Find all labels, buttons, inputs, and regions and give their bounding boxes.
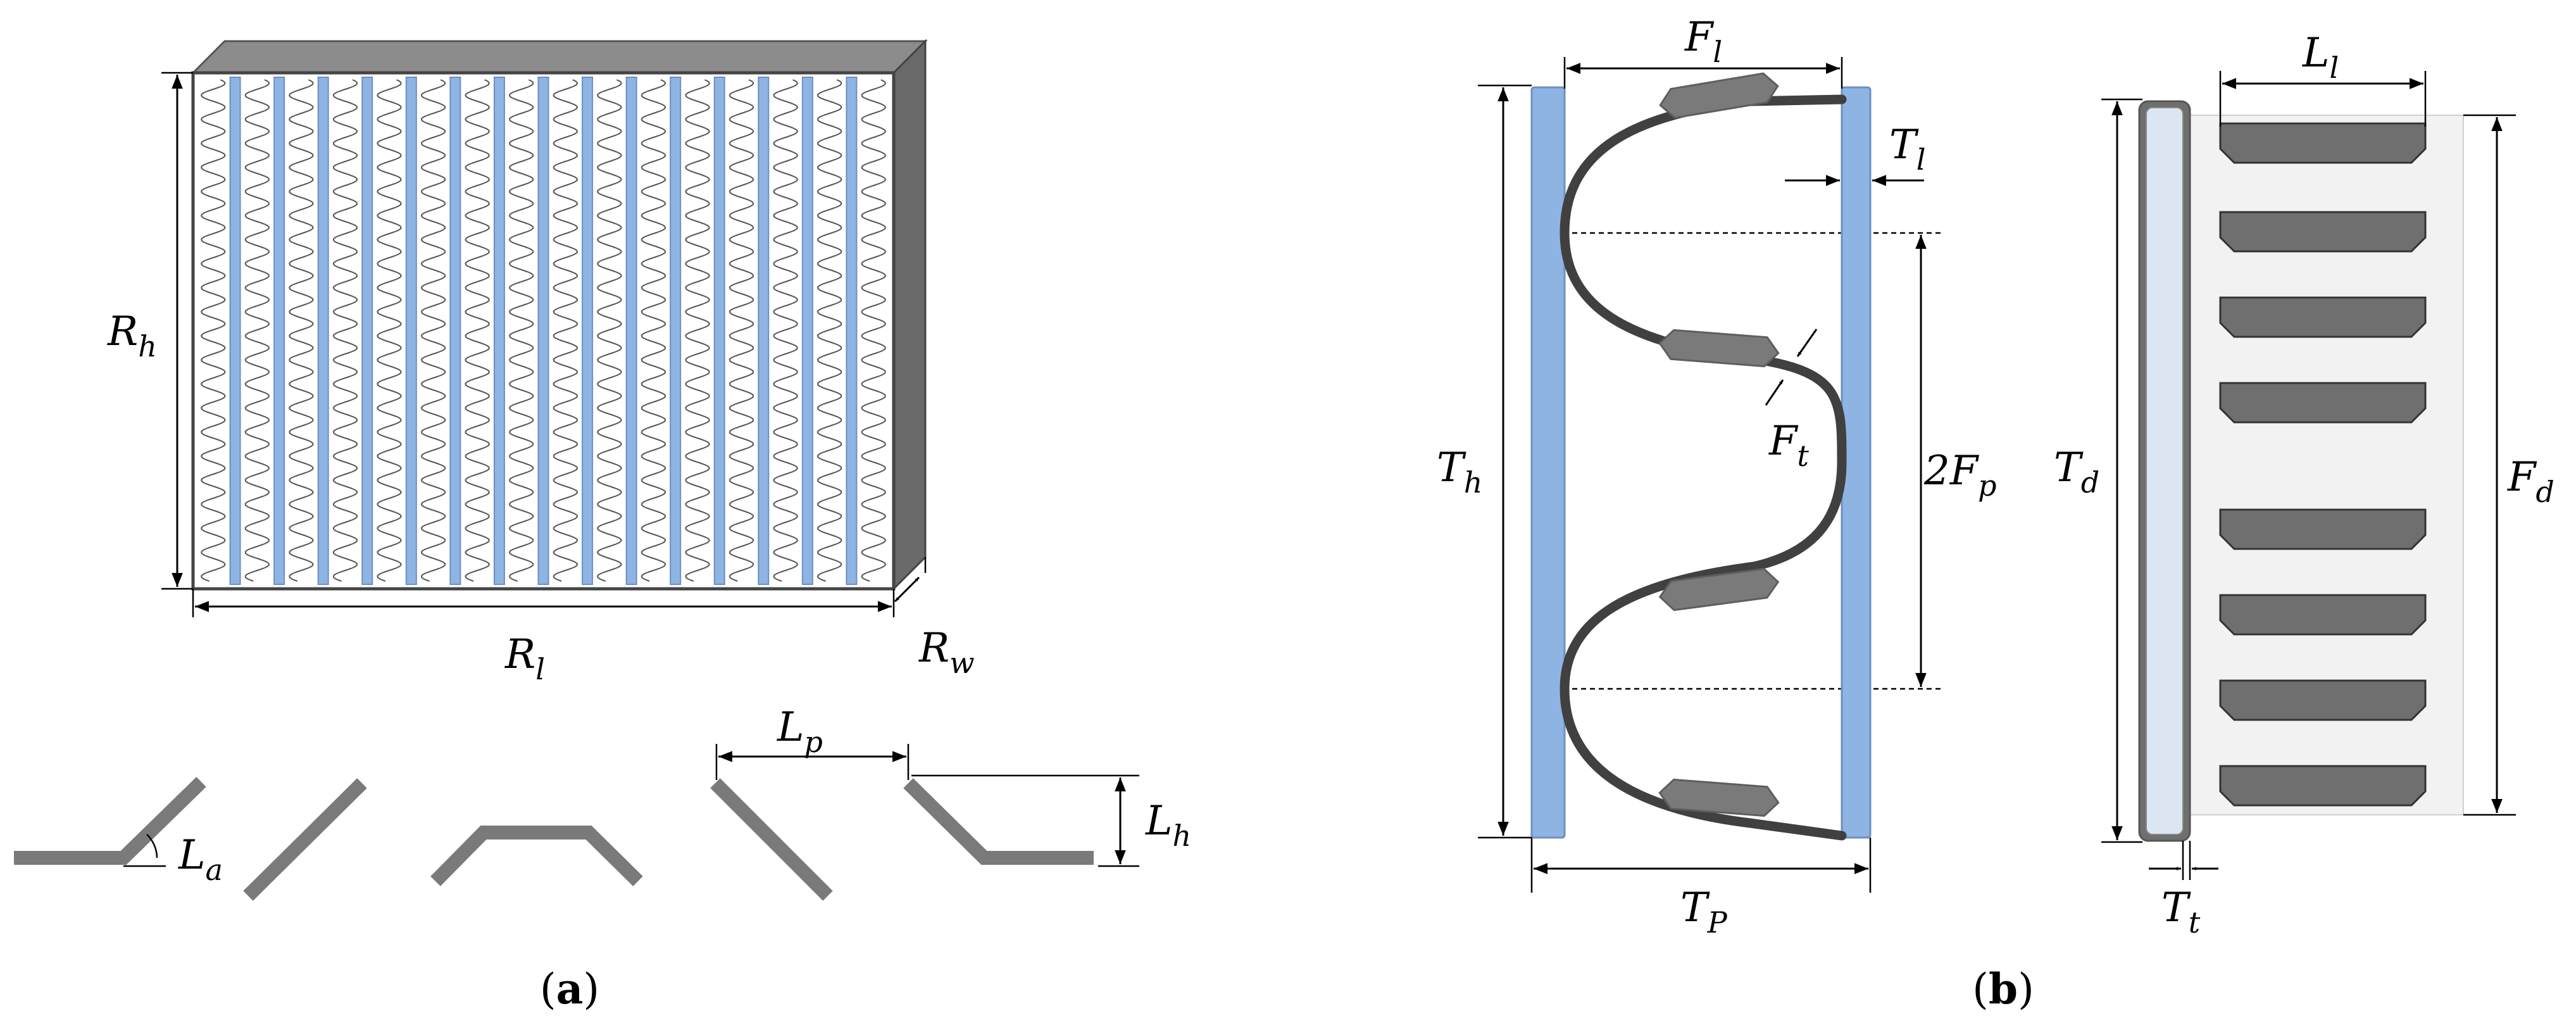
radiator-side-face [892, 39, 927, 591]
radiator-fin-wave [332, 79, 358, 582]
label-tp: TP [1680, 884, 1728, 940]
radiator-top-face-band [191, 40, 928, 74]
radiator-fin-wave [773, 79, 798, 582]
label-th: Th [1437, 444, 1482, 500]
radiator-tubes [229, 77, 858, 585]
radiator-tube [361, 77, 373, 585]
label-2fp: 2Fp [1923, 448, 1997, 503]
radiator-tube [537, 77, 549, 585]
label-lp: Lp [777, 704, 823, 759]
radiator-tube [317, 77, 329, 585]
radiator-tube [493, 77, 505, 585]
louver-angled-up [14, 777, 206, 865]
label-ft: Ft [1768, 418, 1809, 473]
fin-louver-3 [1658, 567, 1780, 612]
fin-louver-4 [1658, 778, 1780, 817]
radiator-fin-wave [420, 79, 446, 582]
label-tt: Tt [2161, 884, 2201, 940]
louver-angled-down [903, 778, 1094, 865]
label-fl: Fl [1684, 14, 1722, 69]
radiator-tube [670, 77, 682, 585]
radiator-tube [229, 77, 241, 585]
radiator-tube [713, 77, 725, 585]
tube-side-inner [2146, 107, 2184, 835]
label-fd: Fd [2507, 454, 2554, 509]
radiator-fin-wave [816, 79, 842, 582]
label-rh: Rh [107, 308, 157, 363]
panel-b: Fl Tl Th Ft 2Fp TP Ll [1437, 14, 2554, 1014]
fin-louver-1 [1659, 72, 1779, 119]
radiator-wavy-fins [201, 79, 886, 582]
label-rw: Rw [918, 625, 975, 680]
label-ll: Ll [2302, 30, 2339, 85]
radiator-fin-wave [289, 79, 314, 582]
louver-trapezoid [430, 826, 643, 886]
fin-panel-louver [2219, 594, 2427, 636]
fin-panel-louver [2219, 382, 2427, 424]
radiator-tube [801, 77, 813, 585]
radiator-fin-wave [508, 79, 534, 582]
radiator-tube [449, 77, 461, 585]
serpentine-fin [1560, 94, 1847, 841]
radiator-fin-wave [553, 79, 578, 582]
radiator-fin-wave [201, 79, 226, 582]
ft-arrow-upper [1796, 329, 1818, 357]
radiator-fin-wave [685, 79, 710, 582]
louver-profiles [14, 777, 1094, 901]
radiator-fin-wave [597, 79, 622, 582]
fin-panel-louver [2219, 296, 2427, 338]
fin-louvers [1658, 72, 1780, 817]
radiator-fin-wave [641, 79, 666, 582]
radiator-tube [758, 77, 770, 585]
fin-panel-louver [2219, 679, 2427, 721]
tube-left [1530, 86, 1566, 839]
radiator-fin-wave [861, 79, 886, 582]
radiator-fin-wave [728, 79, 754, 582]
fin-panel-louvers [2219, 122, 2427, 807]
rw-dimension-line [894, 576, 920, 603]
radiator-fin-wave [465, 79, 490, 582]
radiator-tube [273, 77, 285, 585]
label-tl: Tl [1889, 122, 1925, 177]
la-angle-arc [146, 834, 158, 858]
radiator-tube [582, 77, 594, 585]
fin-panel-louver [2219, 765, 2427, 807]
radiator-fin-wave [377, 79, 402, 582]
radiator-tube [405, 77, 417, 585]
panel-a: Rh Rl Rw La Lp Lh (a) [14, 39, 1191, 1014]
label-rl: Rl [504, 631, 545, 686]
radiator-core [191, 39, 928, 591]
fin-louver-2 [1658, 329, 1780, 368]
label-td: Td [2054, 444, 2099, 500]
caption-b: (b) [1972, 964, 2034, 1014]
label-lh: Lh [1145, 798, 1191, 853]
radiator-tube [846, 77, 858, 585]
fin-panel-louver [2219, 508, 2427, 550]
label-la: La [178, 832, 223, 887]
louver-straight-down [710, 778, 833, 901]
louver-straight-up [243, 778, 367, 901]
fin-panel-louver [2219, 122, 2427, 164]
ft-arrow-lower [1765, 379, 1784, 406]
radiator-tube [625, 77, 637, 585]
radiator-fin-wave [244, 79, 270, 582]
caption-a: (a) [540, 964, 599, 1014]
fin-panel-louver [2219, 211, 2427, 253]
